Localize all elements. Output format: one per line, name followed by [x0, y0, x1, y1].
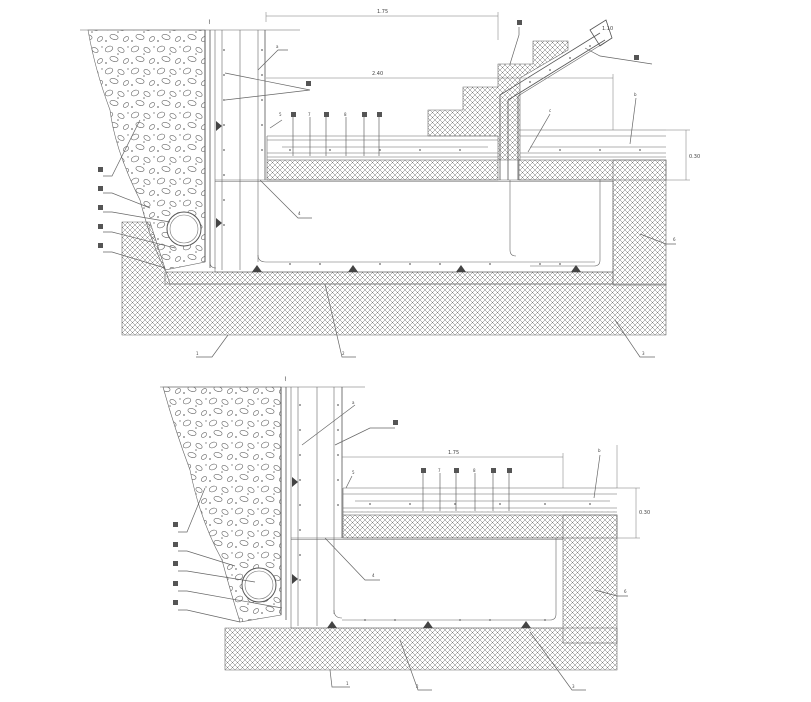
lower-left-leaders — [173, 487, 283, 623]
lower-section: 1.75 0.30 a 7 — [160, 376, 650, 691]
upper-left-leaders — [98, 119, 176, 269]
svg-text:a: a — [352, 400, 355, 405]
upper-floor-slab — [266, 159, 499, 181]
svg-text:⌇: ⌇ — [284, 376, 287, 383]
upper-drain-pipe — [166, 211, 202, 247]
svg-text:8: 8 — [473, 468, 476, 473]
svg-text:3: 3 — [642, 351, 645, 356]
upper-foundation — [121, 221, 667, 336]
svg-text:6: 6 — [673, 237, 676, 242]
svg-text:4: 4 — [298, 211, 301, 216]
svg-text:2: 2 — [342, 351, 345, 356]
lower-foundation — [224, 627, 618, 671]
svg-text:7: 7 — [438, 468, 441, 473]
svg-text:⌇: ⌇ — [208, 19, 211, 26]
svg-text:5: 5 — [352, 470, 355, 475]
svg-text:5: 5 — [279, 112, 282, 117]
svg-text:6: 6 — [624, 589, 627, 594]
svg-text:1: 1 — [196, 351, 199, 356]
svg-text:b: b — [598, 448, 601, 453]
svg-text:2: 2 — [416, 684, 419, 689]
svg-text:4: 4 — [372, 573, 375, 578]
lower-dim-top: 1.75 — [448, 450, 459, 456]
svg-text:c: c — [549, 108, 551, 113]
upper-dim-height: 0.30 — [689, 154, 700, 160]
svg-text:1: 1 — [346, 681, 349, 686]
svg-text:a: a — [276, 44, 279, 49]
upper-section: 1.75 2.40 0.30 1.10 — [80, 9, 700, 358]
svg-text:7: 7 — [308, 112, 311, 117]
lower-drain-pipe — [241, 567, 277, 603]
upper-dim-mid: 2.40 — [372, 71, 383, 77]
upper-dim-slope: 1.10 — [602, 26, 613, 32]
upper-dim-top: 1.75 — [377, 9, 388, 15]
lower-dim-height: 0.30 — [639, 510, 650, 516]
upper-staircase — [427, 40, 569, 161]
svg-text:3: 3 — [572, 684, 575, 689]
svg-text:8: 8 — [344, 112, 347, 117]
svg-text:b: b — [634, 92, 637, 97]
lower-gravel-backfill — [162, 386, 282, 623]
